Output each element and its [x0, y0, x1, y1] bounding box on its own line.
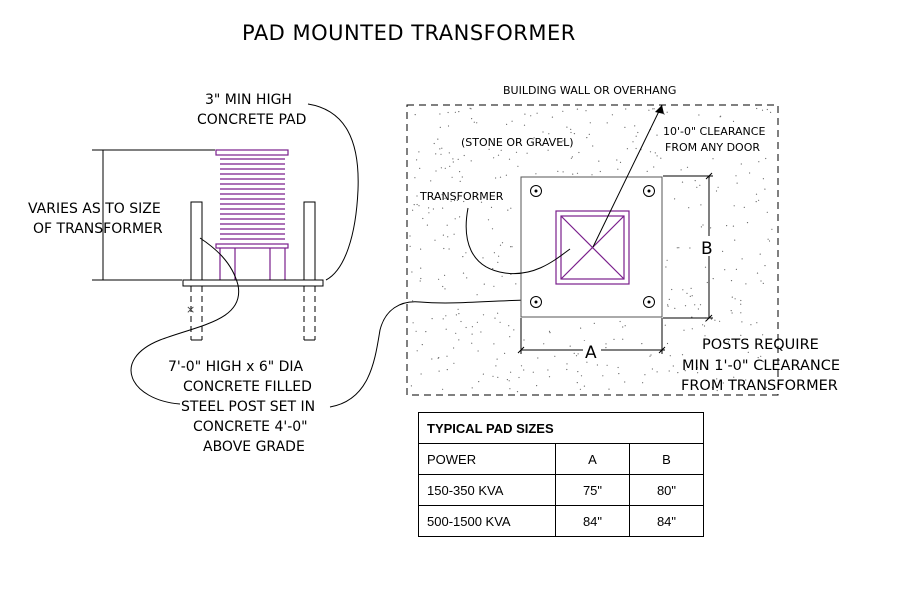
- posts-line1: POSTS REQUIRE: [702, 337, 819, 353]
- row-b: 80": [629, 474, 704, 506]
- post-line2: CONCRETE FILLED: [183, 379, 312, 395]
- plan-view: A B BUILDING WALL OR OVERHANG (STONE OR …: [406, 84, 840, 396]
- post-line1: 7'-0" HIGH x 6" DIA: [168, 359, 304, 375]
- table-row: 150-350 KVA 75" 80": [418, 474, 704, 506]
- stone-label: (STONE OR GRAVEL): [461, 136, 574, 149]
- row-b: 84": [629, 505, 704, 537]
- post-leader: [130, 237, 240, 405]
- height-dimension: [92, 149, 215, 281]
- row-a: 75": [555, 474, 630, 506]
- header-power: POWER: [418, 443, 556, 475]
- row-power: 500-1500 KVA: [418, 505, 556, 537]
- posts-line3: FROM TRANSFORMER: [681, 378, 838, 394]
- varies-line1: VARIES AS TO SIZE: [28, 201, 161, 217]
- row-a: 84": [555, 505, 630, 537]
- side-view: × 3" MIN HIGH CONCRETE PAD VARIES AS TO …: [28, 92, 536, 455]
- gravel-area: [406, 104, 779, 396]
- pad-label-line1: 3" MIN HIGH: [205, 92, 292, 108]
- post-markers: [530, 185, 655, 308]
- header-a: A: [555, 443, 630, 475]
- clearance-line2: FROM ANY DOOR: [665, 141, 760, 154]
- varies-line2: OF TRANSFORMER: [33, 221, 163, 237]
- transformer-plan: [555, 210, 630, 285]
- steel-posts: ×: [186, 201, 316, 341]
- svg-text:×: ×: [186, 303, 195, 316]
- transformer-fins: [215, 149, 289, 280]
- post-line5: ABOVE GRADE: [203, 439, 305, 455]
- post-leader-plan: [329, 299, 536, 408]
- post-line4: CONCRETE 4'-0": [193, 419, 308, 435]
- transformer-label: TRANSFORMER: [419, 190, 504, 203]
- clearance-line1: 10'-0" CLEARANCE: [663, 125, 765, 138]
- table-header-row: POWER A B: [418, 443, 704, 475]
- dim-b-label: B: [701, 239, 713, 259]
- header-b: B: [629, 443, 704, 475]
- building-wall-label: BUILDING WALL OR OVERHANG: [503, 84, 676, 97]
- pad-label-line2: CONCRETE PAD: [197, 112, 306, 128]
- pad-leader: [307, 103, 359, 281]
- post-line3: STEEL POST SET IN: [181, 399, 315, 415]
- table-row: 500-1500 KVA 84" 84": [418, 505, 704, 537]
- drawing-title: PAD MOUNTED TRANSFORMER: [242, 21, 576, 45]
- table-title: TYPICAL PAD SIZES: [418, 412, 704, 444]
- posts-line2: MIN 1'-0" CLEARANCE: [682, 358, 840, 374]
- dim-a-label: A: [585, 343, 597, 363]
- table-title-row: TYPICAL PAD SIZES: [418, 412, 704, 444]
- row-power: 150-350 KVA: [418, 474, 556, 506]
- transformer-leader: [465, 207, 571, 275]
- concrete-pad: [182, 279, 324, 287]
- pad-sizes-table: TYPICAL PAD SIZES POWER A B 150-350 KVA …: [418, 412, 704, 537]
- clearance-leader: [592, 104, 663, 248]
